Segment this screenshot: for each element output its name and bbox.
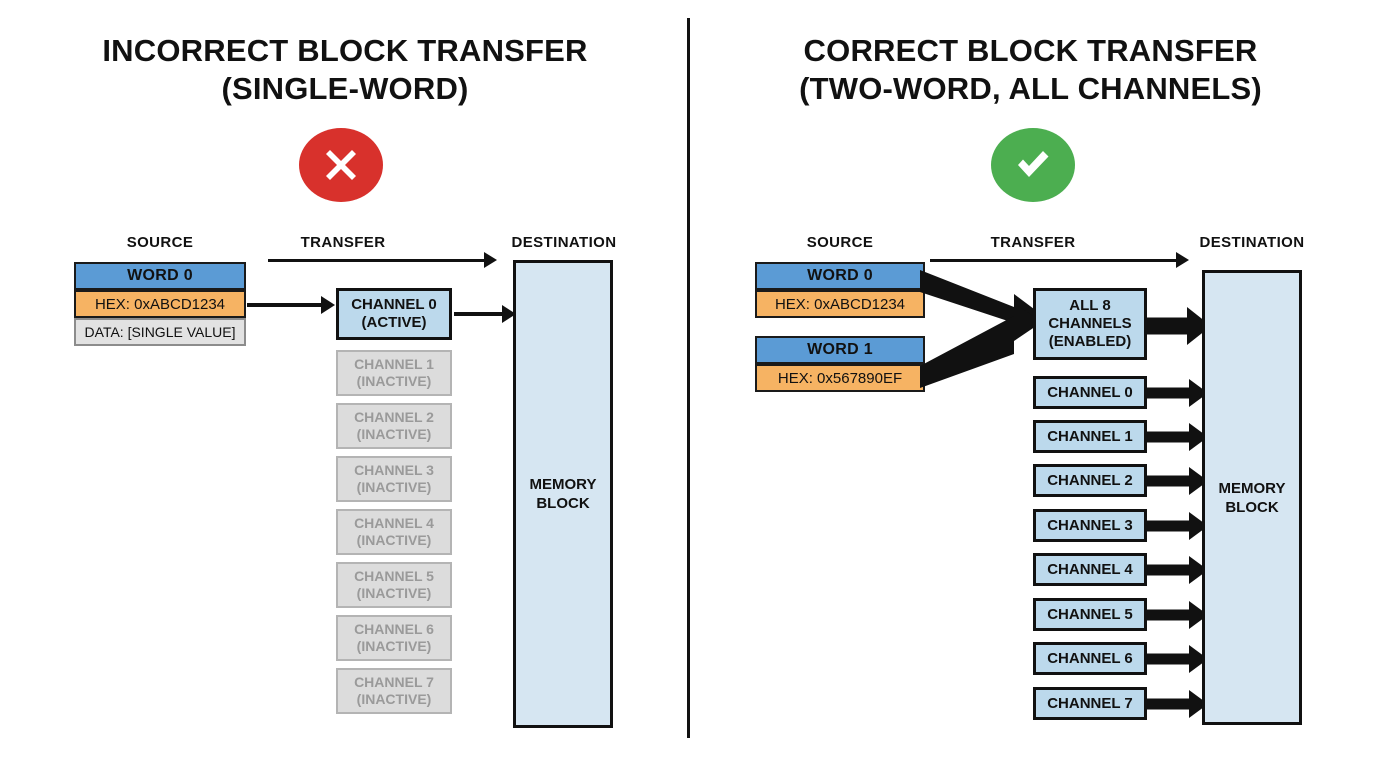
left-channel-1[interactable]: CHANNEL 1 (INACTIVE) — [336, 350, 452, 396]
right-memory-line2: BLOCK — [1225, 498, 1279, 516]
right-destination-header: DESTINATION — [1199, 234, 1305, 251]
right-word1-header: WORD 1 — [755, 336, 925, 364]
left-destination-header: DESTINATION — [511, 234, 617, 251]
left-channel-6[interactable]: CHANNEL 6 (INACTIVE) — [336, 615, 452, 661]
right-channel-3-arrow — [1147, 511, 1208, 541]
right-transfer-rule-arrowhead — [1176, 252, 1189, 268]
left-channel-0-line2: (ACTIVE) — [361, 314, 427, 331]
right-channel-2-arrow — [1147, 466, 1208, 496]
right-channel-1[interactable]: CHANNEL 1 — [1033, 420, 1147, 453]
right-channel-0[interactable]: CHANNEL 0 — [1033, 376, 1147, 409]
right-channel-5[interactable]: CHANNEL 5 — [1033, 598, 1147, 631]
check-icon — [1018, 151, 1049, 177]
right-channel-7[interactable]: CHANNEL 7 — [1033, 687, 1147, 720]
left-channel-6-line1: CHANNEL 6 — [354, 621, 434, 637]
left-transfer-rule — [268, 259, 486, 262]
right-all-channels-line3: (ENABLED) — [1048, 333, 1132, 350]
right-source-to-aggregate-arrows — [920, 270, 1042, 388]
right-channel-7-arrow — [1147, 689, 1208, 719]
left-channel-7-line1: CHANNEL 7 — [354, 674, 434, 690]
right-all-channels-line1: ALL 8 — [1069, 297, 1111, 314]
left-title-line2: (SINGLE-WORD) — [221, 71, 469, 106]
left-memory-line2: BLOCK — [536, 495, 590, 512]
left-channel-4-line2: (INACTIVE) — [356, 532, 432, 548]
right-memory-line1: MEMORY — [1218, 479, 1286, 497]
left-channel-5-line2: (INACTIVE) — [356, 585, 432, 601]
right-channel-0-arrow — [1147, 378, 1208, 408]
left-transfer-rule-arrowhead — [484, 252, 497, 268]
left-word0-header: WORD 0 — [74, 262, 246, 290]
left-channel-7[interactable]: CHANNEL 7 (INACTIVE) — [336, 668, 452, 714]
left-source-to-channel-arrow — [247, 296, 335, 314]
left-channel-0[interactable]: CHANNEL 0 (ACTIVE) — [336, 288, 452, 340]
right-word0-header: WORD 0 — [755, 262, 925, 290]
right-transfer-header: TRANSFER — [990, 234, 1076, 251]
left-channel-2-line1: CHANNEL 2 — [354, 409, 434, 425]
right-all-channels-line2: CHANNELS — [1048, 315, 1132, 332]
left-channel-5[interactable]: CHANNEL 5 (INACTIVE) — [336, 562, 452, 608]
right-panel-title: CORRECT BLOCK TRANSFER (TWO-WORD, ALL CH… — [718, 32, 1343, 108]
left-panel-title: INCORRECT BLOCK TRANSFER (SINGLE-WORD) — [40, 32, 650, 108]
left-channel-3-line2: (INACTIVE) — [356, 479, 432, 495]
left-source-header: SOURCE — [126, 234, 194, 251]
right-word1-hex: HEX: 0x567890EF — [755, 364, 925, 392]
error-badge — [299, 128, 383, 202]
right-source-header: SOURCE — [806, 234, 874, 251]
left-channel-1-line2: (INACTIVE) — [356, 373, 432, 389]
right-channel-2[interactable]: CHANNEL 2 — [1033, 464, 1147, 497]
right-word0-hex: HEX: 0xABCD1234 — [755, 290, 925, 318]
left-channel-0-line1: CHANNEL 0 — [351, 296, 437, 313]
left-memory-line1: MEMORY — [529, 476, 597, 493]
left-transfer-header: TRANSFER — [300, 234, 386, 251]
left-channel-3-line1: CHANNEL 3 — [354, 462, 434, 478]
right-all-channels-box[interactable]: ALL 8 CHANNELS (ENABLED) — [1033, 288, 1147, 360]
right-channel-4-arrow — [1147, 555, 1208, 585]
right-channel-1-arrow — [1147, 422, 1208, 452]
right-title-line1: CORRECT BLOCK TRANSFER — [803, 33, 1258, 68]
left-title-line1: INCORRECT BLOCK TRANSFER — [102, 33, 588, 68]
panel-divider — [687, 18, 690, 738]
right-channel-4[interactable]: CHANNEL 4 — [1033, 553, 1147, 586]
left-word0-hex: HEX: 0xABCD1234 — [74, 290, 246, 318]
left-channel-to-memory-arrow — [454, 305, 516, 323]
left-channel-2-line2: (INACTIVE) — [356, 426, 432, 442]
left-channel-7-line2: (INACTIVE) — [356, 691, 432, 707]
cross-icon — [326, 150, 356, 180]
left-channel-4-line1: CHANNEL 4 — [354, 515, 434, 531]
left-channel-3[interactable]: CHANNEL 3 (INACTIVE) — [336, 456, 452, 502]
right-channel-6[interactable]: CHANNEL 6 — [1033, 642, 1147, 675]
right-memory-block: MEMORY BLOCK — [1202, 270, 1302, 725]
left-channel-5-line1: CHANNEL 5 — [354, 568, 434, 584]
right-title-line2: (TWO-WORD, ALL CHANNELS) — [799, 71, 1262, 106]
left-memory-block: MEMORY BLOCK — [513, 260, 613, 728]
success-badge — [991, 128, 1075, 202]
left-channel-2[interactable]: CHANNEL 2 (INACTIVE) — [336, 403, 452, 449]
left-word0-data: DATA: [SINGLE VALUE] — [74, 318, 246, 346]
left-channel-6-line2: (INACTIVE) — [356, 638, 432, 654]
right-channel-3[interactable]: CHANNEL 3 — [1033, 509, 1147, 542]
right-transfer-rule — [930, 259, 1178, 262]
right-channel-5-arrow — [1147, 600, 1208, 630]
left-channel-1-line1: CHANNEL 1 — [354, 356, 434, 372]
left-channel-4[interactable]: CHANNEL 4 (INACTIVE) — [336, 509, 452, 555]
right-aggregate-to-memory-arrow — [1147, 306, 1211, 346]
right-channel-6-arrow — [1147, 644, 1208, 674]
